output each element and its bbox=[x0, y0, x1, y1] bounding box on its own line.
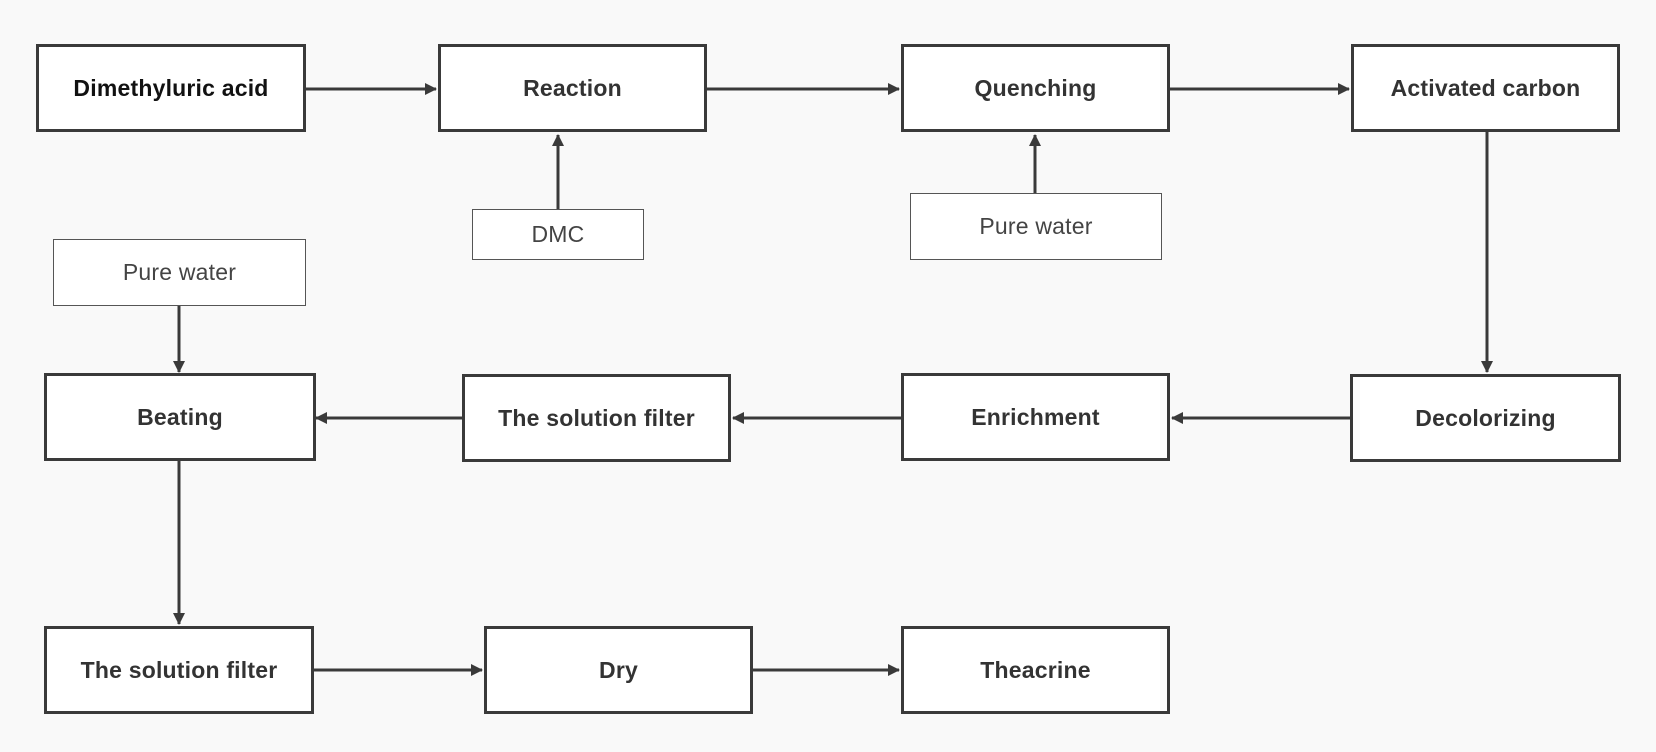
node-pure-water-input-beating: Pure water bbox=[53, 239, 306, 306]
node-pure-water-input-quenching: Pure water bbox=[910, 193, 1162, 260]
node-theacrine: Theacrine bbox=[901, 626, 1170, 714]
node-enrichment: Enrichment bbox=[901, 373, 1170, 461]
node-dry: Dry bbox=[484, 626, 753, 714]
node-dimethyluric-acid: Dimethyluric acid bbox=[36, 44, 306, 132]
node-reaction: Reaction bbox=[438, 44, 707, 132]
node-dmc-input: DMC bbox=[472, 209, 644, 260]
node-decolorizing: Decolorizing bbox=[1350, 374, 1621, 462]
node-activated-carbon: Activated carbon bbox=[1351, 44, 1620, 132]
node-solution-filter-1: The solution filter bbox=[462, 374, 731, 462]
node-quenching: Quenching bbox=[901, 44, 1170, 132]
node-solution-filter-2: The solution filter bbox=[44, 626, 314, 714]
node-beating: Beating bbox=[44, 373, 316, 461]
